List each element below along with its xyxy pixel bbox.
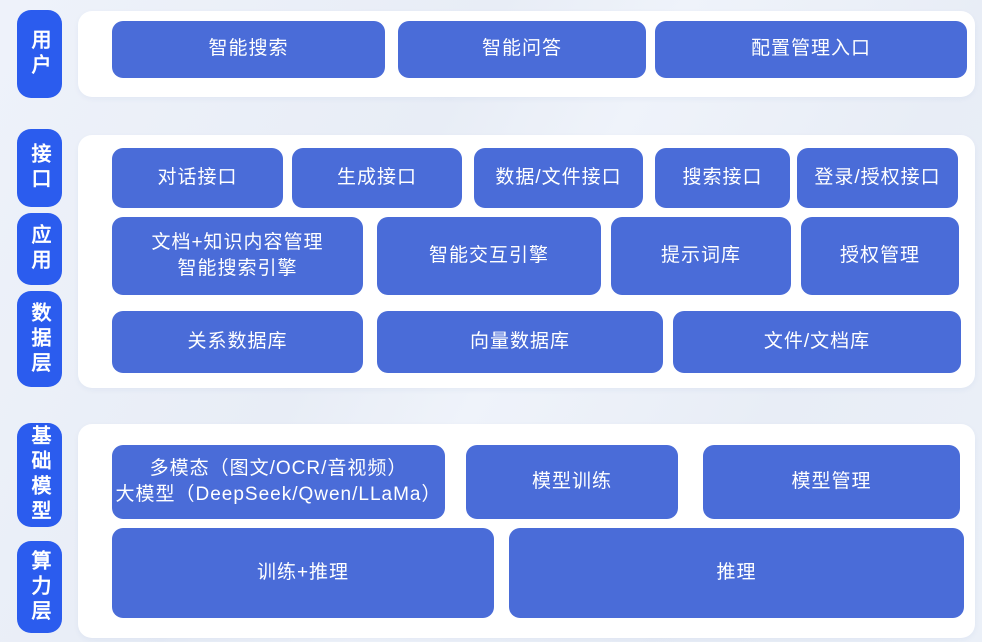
block-inference: 推理 xyxy=(509,528,964,618)
block-data-file-api: 数据/文件接口 xyxy=(474,148,643,208)
block-training-plus-inference: 训练+推理 xyxy=(112,528,494,618)
block-smart-interaction-engine: 智能交互引擎 xyxy=(377,217,601,295)
block-config-management-entry: 配置管理入口 xyxy=(655,21,967,78)
layer-label-compute: 算力层 xyxy=(17,541,62,633)
layer-label-interface: 接口 xyxy=(17,129,62,207)
block-search-api: 搜索接口 xyxy=(655,148,790,208)
layer-label-application: 应用 xyxy=(17,213,62,285)
block-smart-search: 智能搜索 xyxy=(112,21,385,78)
block-dialog-api: 对话接口 xyxy=(112,148,283,208)
block-multimodal-llm: 多模态（图文/OCR/音视频） 大模型（DeepSeek/Qwen/LLaMa） xyxy=(112,445,445,519)
block-prompt-library: 提示词库 xyxy=(611,217,791,295)
block-file-document-store: 文件/文档库 xyxy=(673,311,961,373)
block-model-management: 模型管理 xyxy=(703,445,960,519)
block-authorization-management: 授权管理 xyxy=(801,217,959,295)
panel-user-layer: 智能搜索 智能问答 配置管理入口 xyxy=(78,11,975,97)
layer-label-base-model: 基础模型 xyxy=(17,423,62,527)
block-vector-db: 向量数据库 xyxy=(377,311,663,373)
block-model-training: 模型训练 xyxy=(466,445,678,519)
block-smart-qa: 智能问答 xyxy=(398,21,646,78)
block-generation-api: 生成接口 xyxy=(292,148,462,208)
panel-middle-layers: 对话接口 生成接口 数据/文件接口 搜索接口 登录/授权接口 文档+知识内容管理… xyxy=(78,135,975,388)
block-login-auth-api: 登录/授权接口 xyxy=(797,148,958,208)
layer-label-data: 数据层 xyxy=(17,291,62,387)
block-relational-db: 关系数据库 xyxy=(112,311,363,373)
panel-bottom-layers: 多模态（图文/OCR/音视频） 大模型（DeepSeek/Qwen/LLaMa）… xyxy=(78,424,975,638)
block-doc-knowledge-search-engine: 文档+知识内容管理 智能搜索引擎 xyxy=(112,217,363,295)
layer-label-user: 用户 xyxy=(17,10,62,98)
